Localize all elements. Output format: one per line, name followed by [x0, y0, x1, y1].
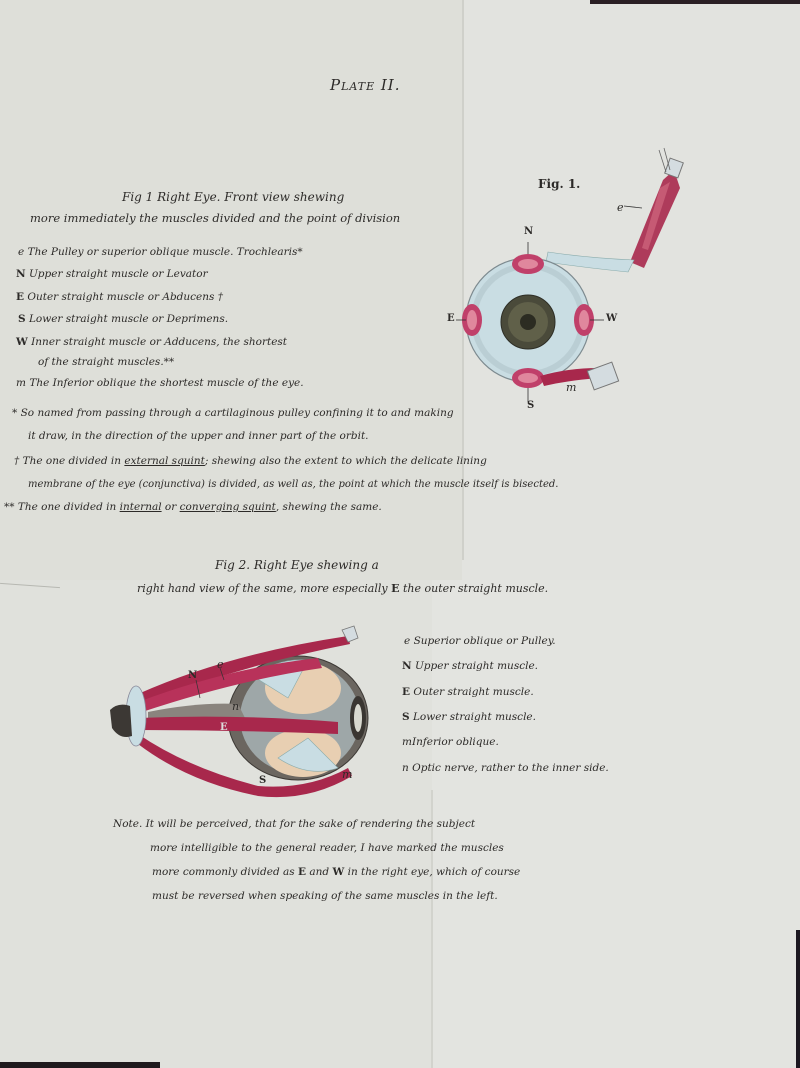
legend-item: W Inner straight muscle or Adducens, the… [16, 336, 288, 348]
legend-item: N Upper straight muscle. [402, 660, 538, 672]
legend-item: e Superior oblique or Pulley. [404, 635, 556, 647]
fig2-caption-line1: Fig 2. Right Eye shewing a [215, 558, 379, 572]
footnote-2-line2: membrane of the eye (conjunctiva) is div… [28, 479, 559, 490]
fold-panel [0, 0, 462, 580]
legend-item: m The Inferior oblique the shortest musc… [16, 377, 304, 389]
legend-item: e The Pulley or superior oblique muscle.… [18, 246, 303, 258]
fig2-label-S: S [259, 775, 267, 786]
page-edge [796, 930, 800, 1068]
fig2-label-e: e [217, 658, 224, 671]
fig1-label-e: e [617, 201, 624, 214]
fold-panel [0, 580, 432, 1068]
fig1-label-N: N [524, 226, 534, 237]
fig2-label-m: m [342, 768, 353, 781]
legend-item: mInferior oblique. [402, 736, 499, 748]
fig1-label-S: S [527, 400, 535, 411]
fig2-eye-side-illustration [110, 625, 369, 798]
legend-item: S Lower straight muscle. [402, 711, 536, 723]
fold-panel [432, 580, 800, 1068]
fig2-label-n: n [232, 700, 240, 713]
fold-crease [462, 0, 464, 560]
note-line4: must be reversed when speaking of the sa… [152, 890, 498, 902]
legend-item: N Upper straight muscle or Levator [16, 268, 208, 280]
fig1-label-m: m [566, 381, 577, 394]
plate-title: Plate II. [330, 76, 401, 94]
footnote-1-line2: it draw, in the direction of the upper a… [28, 430, 369, 442]
legend-item: E Outer straight muscle or Abducens † [16, 291, 224, 303]
fold-crease [431, 790, 433, 1068]
page-edge [590, 0, 800, 4]
fig1-label: Fig. 1. [538, 177, 581, 191]
fig1-caption-line1: Fig 1 Right Eye. Front view shewing [122, 190, 345, 204]
fig2-label-N: N [188, 670, 198, 681]
legend-item: S Lower straight muscle or Deprimens. [18, 313, 229, 325]
legend-item: n Optic nerve, rather to the inner side. [402, 762, 609, 774]
page-edge [0, 1062, 160, 1068]
fig1-label-E: E [447, 313, 455, 324]
footnote-2-line1: † The one divided in external squint; sh… [14, 455, 487, 467]
footnote-3: ** The one divided in internal or conver… [4, 501, 382, 513]
fig1-caption-line2: more immediately the muscles divided and… [30, 211, 401, 225]
note-line2: more intelligible to the general reader,… [150, 842, 504, 854]
legend-item: of the straight muscles.** [38, 356, 175, 368]
legend-item: E Outer straight muscle. [402, 686, 534, 698]
fig1-label-W: W [606, 313, 618, 324]
fig2-caption-line2: right hand view of the same, more especi… [137, 582, 549, 595]
note-line3: more commonly divided as E and W in the … [152, 866, 521, 878]
note-line1: Note. It will be perceived, that for the… [113, 818, 476, 830]
fig2-label-E: E [220, 722, 228, 733]
footnote-1-line1: * So named from passing through a cartil… [12, 407, 454, 419]
fig1-eye-front-illustration [456, 147, 684, 402]
